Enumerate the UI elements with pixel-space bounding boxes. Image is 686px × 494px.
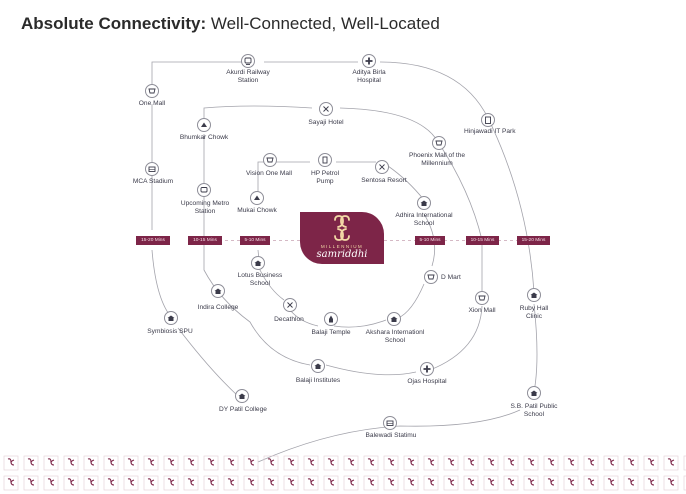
school-icon <box>251 256 265 270</box>
mall-icon <box>145 84 159 98</box>
resort-icon <box>375 160 389 174</box>
label-sb-patil: S.B. Patil Public School <box>510 403 558 418</box>
label-phoenix: Phoenix Mall of the Millennium <box>408 152 466 167</box>
label-balewadi: Balewadi Statimu <box>365 432 417 439</box>
band-left-outer: 15-20 Mins <box>136 236 170 245</box>
label-balaji-temple: Balaji Temple <box>311 329 351 336</box>
label-ojas: Ojas Hospital <box>407 378 447 385</box>
school-icon <box>235 389 249 403</box>
label-mukai: Mukai Chowk <box>237 207 277 214</box>
mall-icon <box>475 291 489 305</box>
mall-icon <box>424 270 438 284</box>
mall-icon <box>432 136 446 150</box>
label-sentosa: Sentosa Resort <box>361 177 407 184</box>
hotel-icon <box>319 102 333 116</box>
hospital-icon <box>527 288 541 302</box>
junction-icon <box>250 191 264 205</box>
label-lotus: Lotus Business School <box>237 272 283 287</box>
project-logo: MILLENNIUM samriddhi <box>300 212 384 264</box>
label-hp: HP Petrol Pump <box>310 170 340 185</box>
label-sayaji: Sayaji Hotel <box>308 119 344 126</box>
label-akshara: Akshara Internationl School <box>365 329 425 344</box>
label-symbiosis: Symbiosis SPU <box>147 328 193 335</box>
logo-main-text: samriddhi <box>316 249 368 260</box>
band-right-inner: 5-10 Mins <box>415 236 445 245</box>
label-upcoming: Upcoming Metro Station <box>180 200 230 215</box>
label-adhira: Adhira International School <box>395 212 453 227</box>
stadium-icon <box>383 416 397 430</box>
label-one-mall: One Mall <box>138 100 166 107</box>
ring-outer-left <box>151 104 239 397</box>
school-icon <box>387 312 401 326</box>
label-xion: Xion Mall <box>468 307 496 314</box>
label-decathlon: Decathlon <box>274 316 304 323</box>
page-title: Absolute Connectivity: Well-Connected, W… <box>21 14 440 34</box>
school-icon <box>211 284 225 298</box>
label-hinjawadi: Hinjawadi IT Park <box>464 128 516 135</box>
band-left-inner: 5-10 Mins <box>240 236 270 245</box>
logo-top-text: MILLENNIUM <box>320 244 364 249</box>
temple-icon <box>324 312 338 326</box>
label-aditya: Aditya Birla Hospital <box>352 69 386 84</box>
school-icon <box>164 311 178 325</box>
school-icon <box>527 386 541 400</box>
logo-emblem-icon <box>334 215 350 241</box>
label-akurdi: Akurdi Railway Station <box>226 69 270 84</box>
fuel-icon <box>318 153 332 167</box>
band-left-mid: 10-15 Mins <box>188 236 222 245</box>
metro-icon <box>197 183 211 197</box>
label-indira: Indira College <box>197 304 239 311</box>
title-bold: Absolute Connectivity: <box>21 14 207 33</box>
label-vision: Vision One Mall <box>245 170 293 177</box>
band-right-mid: 10-15 Mins <box>466 236 499 245</box>
hospital-icon <box>362 54 376 68</box>
mall-icon <box>263 153 277 167</box>
label-bhumkar: Bhumkar Chowk <box>179 134 229 141</box>
school-icon <box>311 359 325 373</box>
junction-icon <box>197 118 211 132</box>
label-ruby: Ruby Hall Clinic <box>519 305 549 320</box>
label-dmart: D Mart <box>441 274 461 281</box>
label-dy-patil: DY Patil College <box>219 406 267 413</box>
school-icon <box>417 196 431 210</box>
train-icon <box>241 54 255 68</box>
hospital-icon <box>420 362 434 376</box>
stadium-icon <box>145 162 159 176</box>
band-right-outer: 15-20 Mins <box>517 236 550 245</box>
title-normal: Well-Connected, Well-Located <box>210 14 440 33</box>
label-mca: MCA Stadium <box>132 178 174 185</box>
sports-icon <box>283 298 297 312</box>
label-balaji-inst: Balaji Institutes <box>295 377 341 384</box>
office-icon <box>481 113 495 127</box>
decorative-pattern-footer <box>0 453 686 494</box>
